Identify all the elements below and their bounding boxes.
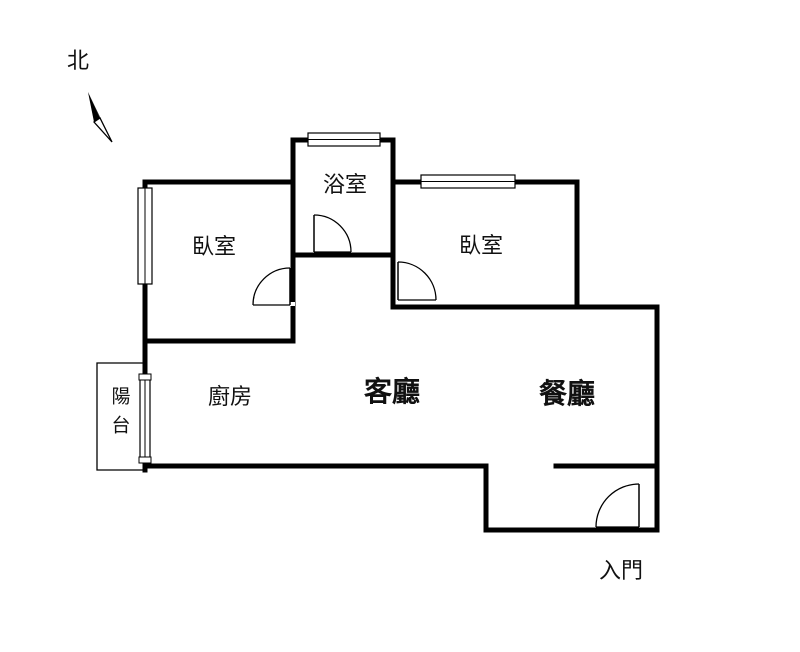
window-bedroom-east [420, 174, 516, 189]
room-label-kitchen: 廚房 [208, 385, 252, 410]
balcony-sliding-door [138, 373, 152, 464]
compass: 北 [67, 49, 113, 143]
door-entrance [595, 483, 640, 528]
walls [142, 137, 660, 533]
room-label-dining-room: 餐廳 [539, 377, 595, 410]
window-bathroom [307, 132, 381, 147]
north-label: 北 [67, 49, 89, 74]
balcony [96, 362, 145, 471]
room-label-bedroom-east: 臥室 [459, 234, 503, 259]
room-label-bathroom: 浴室 [323, 173, 367, 198]
door-bathroom [313, 214, 352, 253]
room-label-balcony-2: 台 [111, 415, 130, 437]
window-bedroom-west [137, 187, 153, 285]
door-bedroom-west [250, 267, 295, 306]
room-label-bedroom-west: 臥室 [192, 235, 236, 260]
room-label-balcony-1: 陽 [111, 386, 130, 408]
room-label-living-room: 客廳 [364, 375, 420, 408]
north-arrow-icon [88, 92, 113, 143]
entrance-label: 入門 [599, 559, 643, 584]
door-bedroom-east [397, 261, 437, 301]
